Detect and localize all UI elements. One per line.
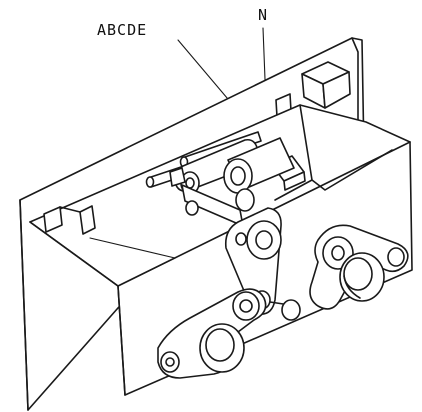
label-abcde: ABCDE (97, 21, 147, 39)
upper-pulley-assembly (169, 137, 295, 227)
top-box (301, 61, 351, 109)
right-pulley-assembly (309, 224, 409, 310)
left-bracket (43, 205, 96, 235)
lower-pulley-assembly (157, 288, 267, 379)
label-n: N (258, 6, 268, 24)
